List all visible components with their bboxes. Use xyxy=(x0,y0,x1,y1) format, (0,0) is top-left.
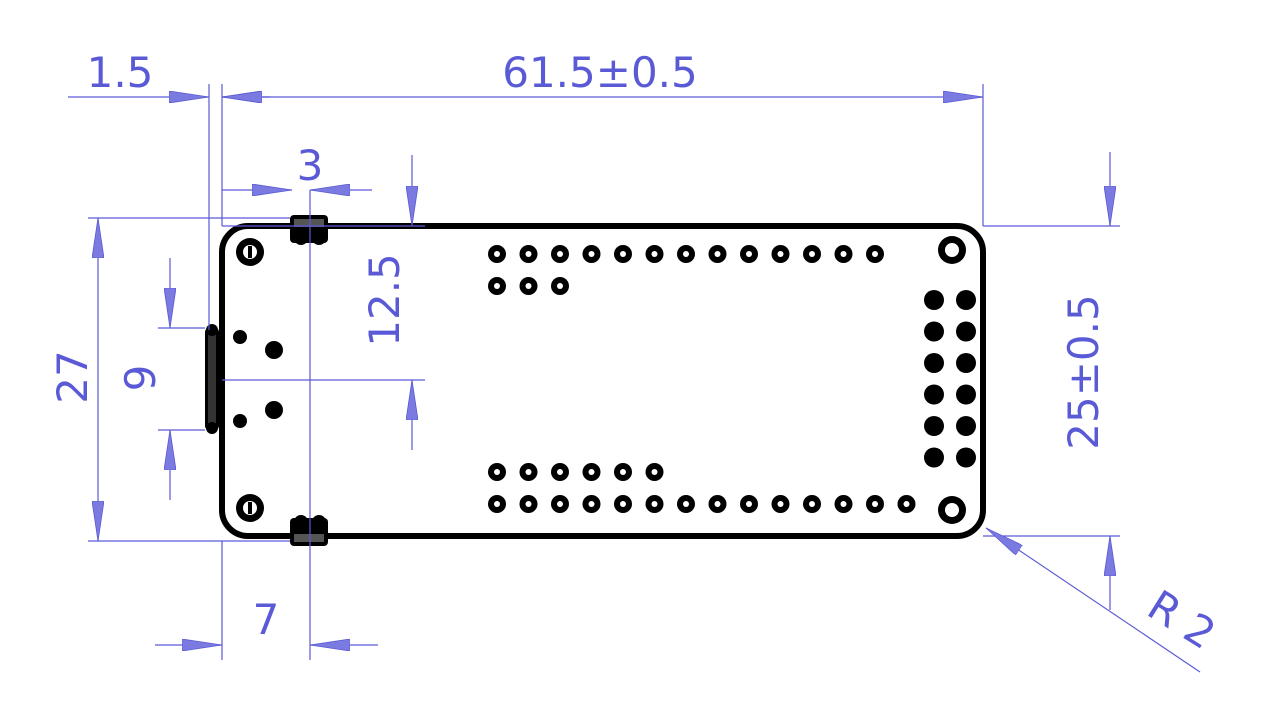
pin-right-col-b xyxy=(956,290,976,310)
dim-usb-depth: 7 xyxy=(253,595,280,644)
pin-bottom-row xyxy=(771,495,790,513)
board-outline xyxy=(219,223,986,539)
pin-right-col-b xyxy=(956,353,976,373)
dim-line-corner-radius xyxy=(985,527,1201,673)
side-button-bottom xyxy=(290,515,328,546)
pin-bottom-row xyxy=(708,495,727,513)
pin-right-col-b xyxy=(956,416,976,436)
pin-bottom-row xyxy=(614,495,632,513)
header-pins xyxy=(488,245,976,513)
dimension-lines xyxy=(68,84,1201,673)
dim-usb-width: 3 xyxy=(297,141,324,190)
pin-bottom-second-row xyxy=(645,463,664,481)
pin-bottom-row xyxy=(803,495,821,513)
usb-connector xyxy=(205,324,283,434)
pin-bottom-second-row xyxy=(519,463,538,481)
dim-overall-width-left: 27 xyxy=(48,350,97,403)
pin-right-col-a xyxy=(924,321,944,342)
mounting-hole-top-right xyxy=(938,236,966,264)
pin-bottom-row xyxy=(677,495,695,513)
dim-offset-top: 1.5 xyxy=(87,48,154,97)
pin-top-row xyxy=(803,245,821,263)
pin-second-row xyxy=(488,277,506,295)
pin-top-row xyxy=(551,245,569,263)
pin-bottom-row xyxy=(866,495,884,513)
pin-right-col-b xyxy=(956,384,976,405)
pin-top-row xyxy=(582,245,601,263)
dim-corner-radius: R 2 xyxy=(1139,581,1224,659)
pin-top-row xyxy=(614,245,632,263)
pin-right-col-a xyxy=(924,353,944,373)
mounting-hole-bottom-right xyxy=(938,496,966,524)
pin-top-row xyxy=(645,245,664,263)
pin-bottom-row xyxy=(740,495,758,513)
pin-bottom-row xyxy=(488,495,506,513)
pin-top-row xyxy=(866,245,884,263)
pin-top-row xyxy=(740,245,758,263)
mounting-hole-top-left xyxy=(236,238,264,266)
pin-bottom-row xyxy=(645,495,664,513)
pin-second-row xyxy=(519,277,538,295)
dim-overall-length: 61.5±0.5 xyxy=(502,48,698,97)
dim-usb-height: 9 xyxy=(116,365,165,392)
pin-bottom-second-row xyxy=(582,463,601,481)
side-button-top xyxy=(290,215,328,245)
pin-bottom-row xyxy=(897,495,916,513)
pin-second-row xyxy=(551,277,569,295)
pin-bottom-row xyxy=(582,495,601,513)
pin-bottom-row xyxy=(519,495,538,513)
pin-top-row xyxy=(834,245,853,263)
pin-right-col-a xyxy=(924,384,944,405)
pin-right-col-b xyxy=(956,447,976,468)
pin-top-row xyxy=(708,245,727,263)
pin-top-row xyxy=(519,245,538,263)
pin-bottom-second-row xyxy=(614,463,632,481)
board xyxy=(205,215,986,546)
pin-bottom-second-row xyxy=(551,463,569,481)
pin-bottom-row xyxy=(834,495,853,513)
dim-board-width: 25±0.5 xyxy=(1059,294,1108,449)
pin-right-col-a xyxy=(924,290,944,310)
mounting-hole-bottom-left xyxy=(236,494,264,522)
pin-top-row xyxy=(488,245,506,263)
pin-right-col-a xyxy=(924,416,944,436)
pin-top-row xyxy=(771,245,790,263)
pin-right-col-a xyxy=(924,447,944,468)
pin-bottom-second-row xyxy=(488,463,506,481)
pin-right-col-b xyxy=(956,321,976,342)
pin-top-row xyxy=(677,245,695,263)
pin-bottom-row xyxy=(551,495,569,513)
dim-usb-center: 12.5 xyxy=(360,253,409,347)
